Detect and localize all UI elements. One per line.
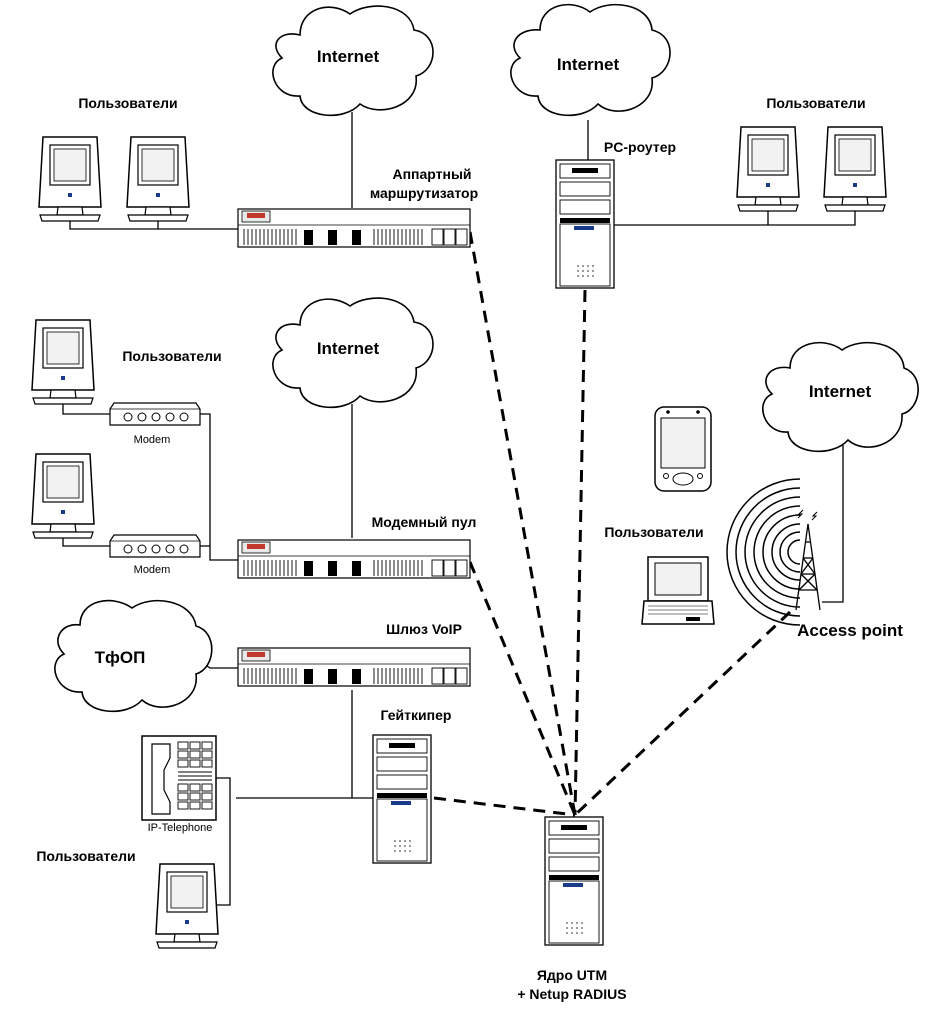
user-monitor xyxy=(823,126,887,212)
internet-label: Internet xyxy=(317,47,380,66)
modem-label: Modem xyxy=(134,564,171,576)
utm-core-label: + Netup RADIUS xyxy=(517,986,626,1002)
users-label: Пользователи xyxy=(766,95,865,111)
user-monitor xyxy=(38,136,102,222)
pstn-cloud: ТфОП xyxy=(54,599,213,713)
users-label: Пользователи xyxy=(122,348,221,364)
modem-device xyxy=(109,534,201,558)
ip-telephone-icon xyxy=(141,735,217,821)
pc-router-label: PC-роутер xyxy=(604,139,676,155)
user-monitor xyxy=(126,136,190,222)
access-point-label: Access point xyxy=(797,621,903,640)
internet-label: Internet xyxy=(557,55,620,74)
dashed-links-to-core xyxy=(433,231,792,817)
user-monitor xyxy=(31,319,95,405)
internet-label: Internet xyxy=(809,382,872,401)
gatekeeper-server xyxy=(372,734,432,864)
ip-telephone-label: IP-Telephone xyxy=(148,822,213,834)
laptop-icon xyxy=(641,556,715,625)
users-label: Пользователи xyxy=(604,524,703,540)
modem-pool xyxy=(237,539,471,579)
hardware-router-label: маршрутизатор xyxy=(370,185,478,201)
utm-core-server xyxy=(544,816,604,946)
radio-waves-icon xyxy=(726,478,801,626)
pstn-label: ТфОП xyxy=(95,648,146,667)
user-monitor xyxy=(31,453,95,539)
internet-cloud-3: Internet xyxy=(272,297,434,409)
user-monitor xyxy=(155,863,219,949)
users-label: Пользователи xyxy=(78,95,177,111)
modem-pool-label: Модемный пул xyxy=(372,514,477,530)
voip-gateway-label: Шлюз VoIP xyxy=(386,621,462,637)
gatekeeper-label: Гейткипер xyxy=(381,707,452,723)
pda-icon xyxy=(654,406,712,492)
user-monitor xyxy=(736,126,800,212)
hardware-router xyxy=(237,208,471,248)
internet-cloud-2: Internet xyxy=(510,3,671,117)
modem-label: Modem xyxy=(134,434,171,446)
internet-cloud-1: Internet xyxy=(272,5,434,117)
pc-router-server xyxy=(555,159,615,289)
internet-cloud-4: Internet xyxy=(762,341,919,453)
modem-device xyxy=(109,402,201,426)
users-label: Пользователи xyxy=(36,848,135,864)
antenna-tower-icon xyxy=(795,509,821,611)
internet-label: Internet xyxy=(317,339,380,358)
voip-gateway xyxy=(237,647,471,687)
utm-core-label: Ядро UTM xyxy=(537,967,607,983)
hardware-router-label: Аппартный xyxy=(392,166,471,182)
